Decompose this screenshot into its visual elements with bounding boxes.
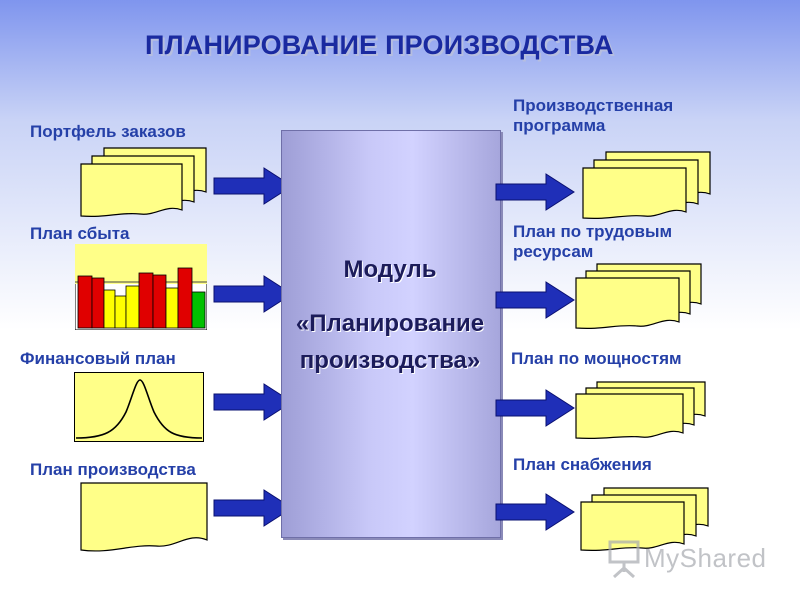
arrow-right-icon bbox=[212, 274, 296, 314]
document-stack-icon bbox=[575, 380, 707, 440]
document-icon bbox=[80, 482, 208, 554]
input-label-orders: Портфель заказов bbox=[30, 122, 186, 141]
module-name-line2: производства» bbox=[299, 347, 481, 374]
arrow-right-icon bbox=[212, 488, 296, 528]
output-label-program: Производственная программа bbox=[513, 96, 674, 135]
module-box bbox=[281, 130, 501, 538]
presentation-icon bbox=[608, 540, 640, 578]
bar-chart-icon bbox=[75, 244, 207, 330]
module-name-line1: «Планирование bbox=[295, 310, 485, 337]
arrow-right-icon bbox=[212, 382, 296, 422]
watermark-text: MyShared bbox=[644, 543, 767, 573]
output-label-capacity: План по мощностям bbox=[511, 349, 682, 368]
arrow-right-icon bbox=[494, 280, 578, 320]
input-label-finance: Финансовый план bbox=[20, 349, 176, 368]
arrow-right-icon bbox=[212, 166, 296, 206]
document-stack-icon bbox=[582, 150, 712, 220]
watermark: MyShared bbox=[606, 538, 776, 578]
input-label-production: План производства bbox=[30, 460, 196, 479]
arrow-right-icon bbox=[494, 492, 578, 532]
bell-curve-icon bbox=[74, 372, 204, 442]
arrow-right-icon bbox=[494, 172, 578, 212]
output-label-labor: План по трудовым ресурсам bbox=[513, 222, 673, 261]
document-stack-icon bbox=[575, 262, 703, 330]
document-stack-icon bbox=[80, 146, 212, 218]
document-stack-icon bbox=[580, 486, 710, 552]
module-title: Модуль bbox=[343, 256, 437, 283]
arrow-right-icon bbox=[494, 388, 578, 428]
input-label-sales: План сбыта bbox=[30, 224, 130, 243]
output-label-supply: План снабжения bbox=[513, 455, 652, 474]
page-title: ПЛАНИРОВАНИЕ ПРОИЗВОДСТВА bbox=[145, 30, 614, 60]
